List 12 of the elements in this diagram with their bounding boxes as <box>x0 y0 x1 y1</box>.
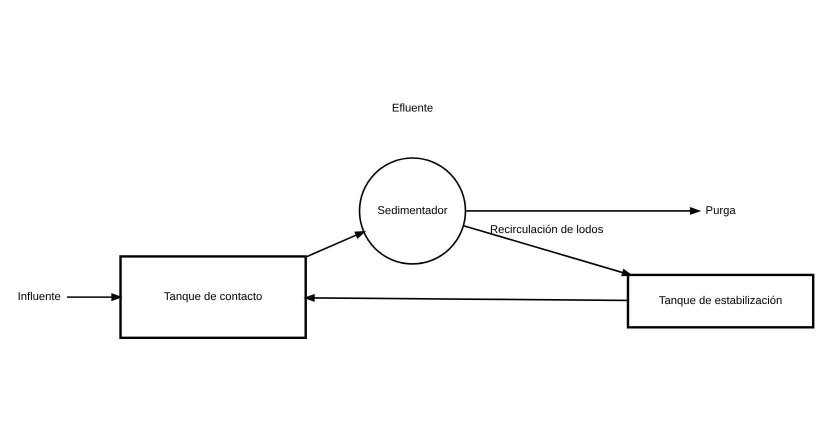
edge-label: Recirculación de lodos <box>490 224 604 236</box>
arrow <box>303 294 628 302</box>
node-circle: Sedimentador <box>358 157 466 265</box>
node-box: Tanque de contacto <box>119 255 307 339</box>
arrow <box>306 230 366 258</box>
node-text: Purga <box>706 204 736 217</box>
arrow <box>66 293 123 302</box>
node-text: Influente <box>18 291 61 304</box>
label: Efluente <box>392 102 434 115</box>
arrow <box>466 207 702 215</box>
node-box: Tanque de estabilización <box>626 274 814 329</box>
arrow <box>463 224 634 276</box>
